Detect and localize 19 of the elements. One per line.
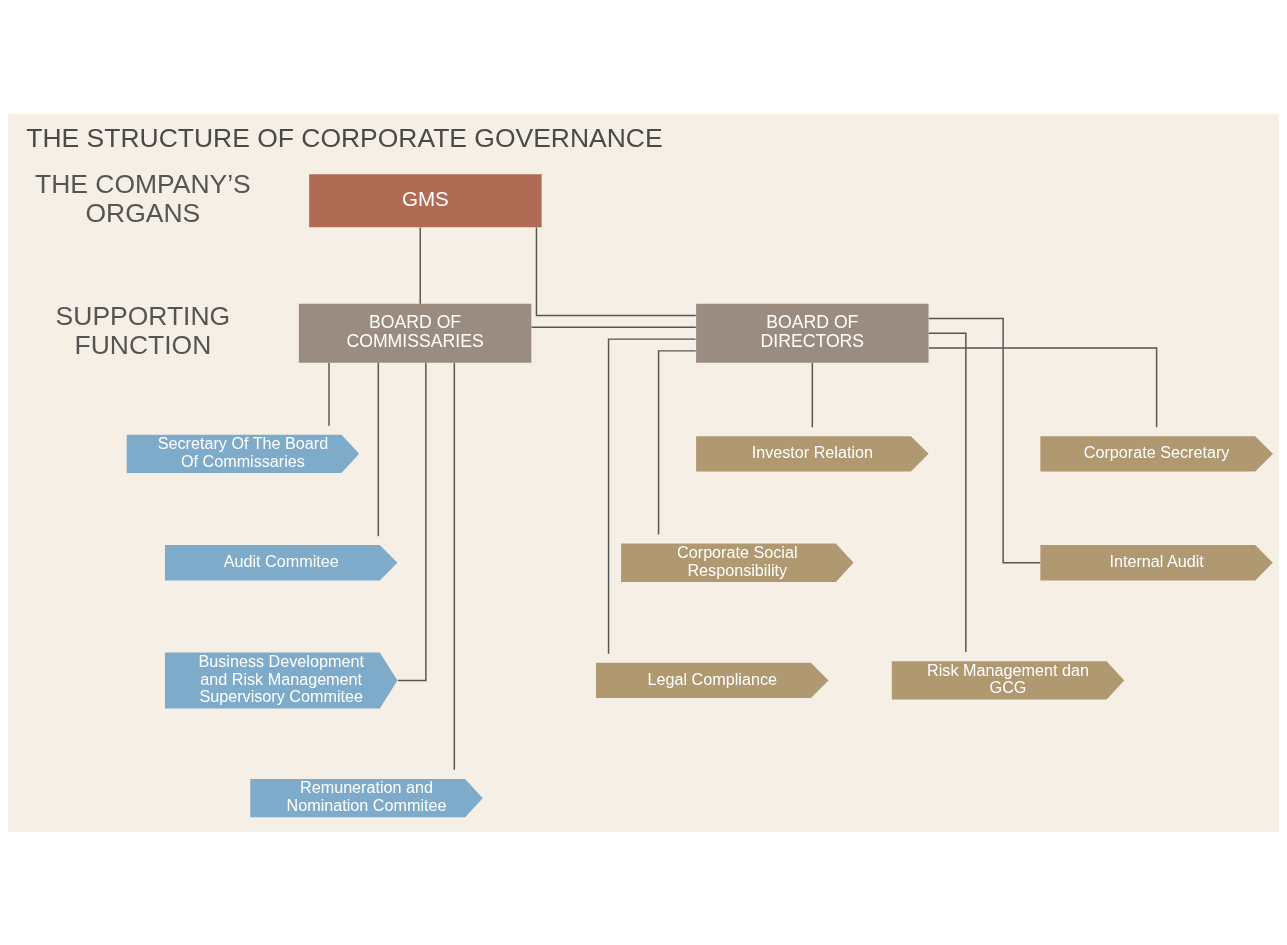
node-box: BOARD OF COMMISSARIES [298,303,532,363]
connector [607,337,697,654]
connector [328,361,330,426]
connector [657,349,697,535]
node-box: GMS [309,173,542,227]
connector [928,317,1041,563]
connector [535,226,697,316]
connector [927,332,967,653]
connector [397,361,427,681]
connector [811,361,814,428]
node-box: BOARD OF DIRECTORS [696,303,929,363]
connector [453,361,456,771]
connector [377,361,380,537]
connector [928,346,1158,428]
connector [419,226,421,304]
diagram-title: THE STRUCTURE OF CORPORATE GOVERNANCE [26,122,663,153]
connector [530,326,697,328]
label: SUPPORTING FUNCTION [55,300,231,360]
label: THE COMPANY’S ORGANS [35,168,251,228]
